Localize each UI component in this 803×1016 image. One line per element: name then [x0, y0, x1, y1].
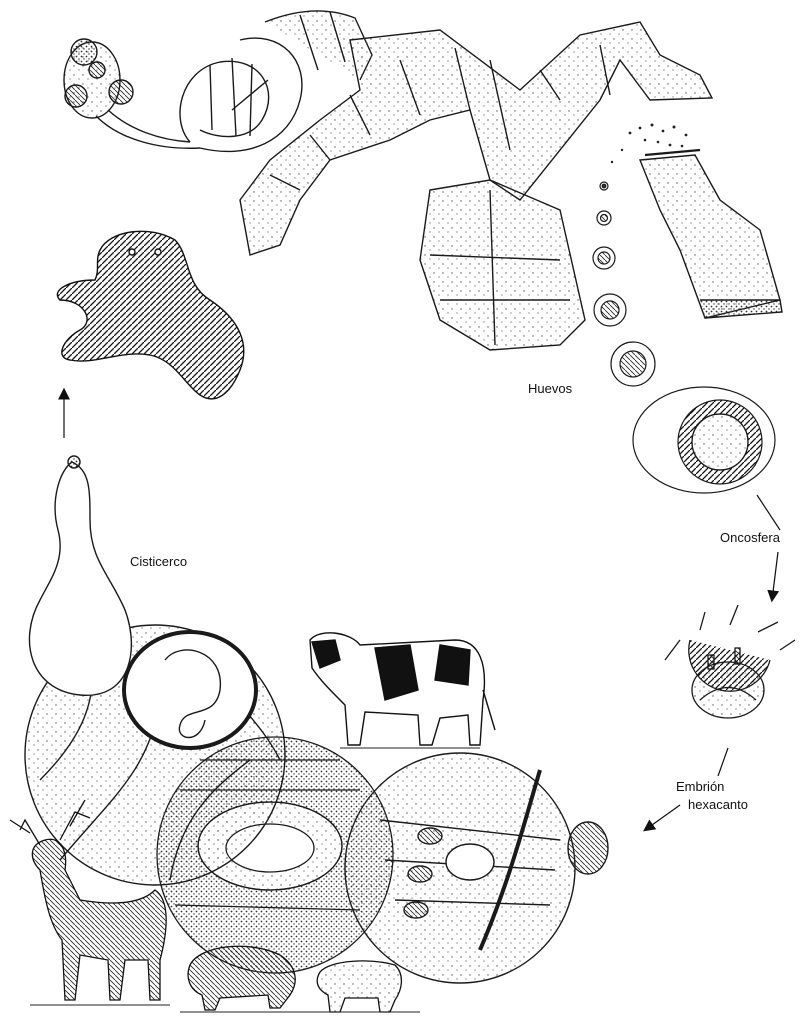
cow-illustration [310, 633, 495, 745]
label-embrion: Embrión [676, 779, 724, 795]
cysticercus-in-muscle-circle [25, 456, 285, 885]
scolex-illustration [64, 39, 200, 148]
label-cisticerco: Cisticerco [130, 554, 187, 570]
sheep-illustration [317, 961, 401, 1012]
cysticercus-bladder [29, 462, 131, 695]
neck-coil [180, 38, 302, 151]
dog-illustration [57, 231, 243, 399]
pig-illustration [188, 946, 295, 1010]
label-huevos: Huevos [528, 381, 572, 397]
label-oncosfera: Oncosfera [720, 530, 780, 546]
label-hexacanto: hexacanto [688, 797, 748, 813]
oncosphere-illustration [665, 605, 795, 718]
